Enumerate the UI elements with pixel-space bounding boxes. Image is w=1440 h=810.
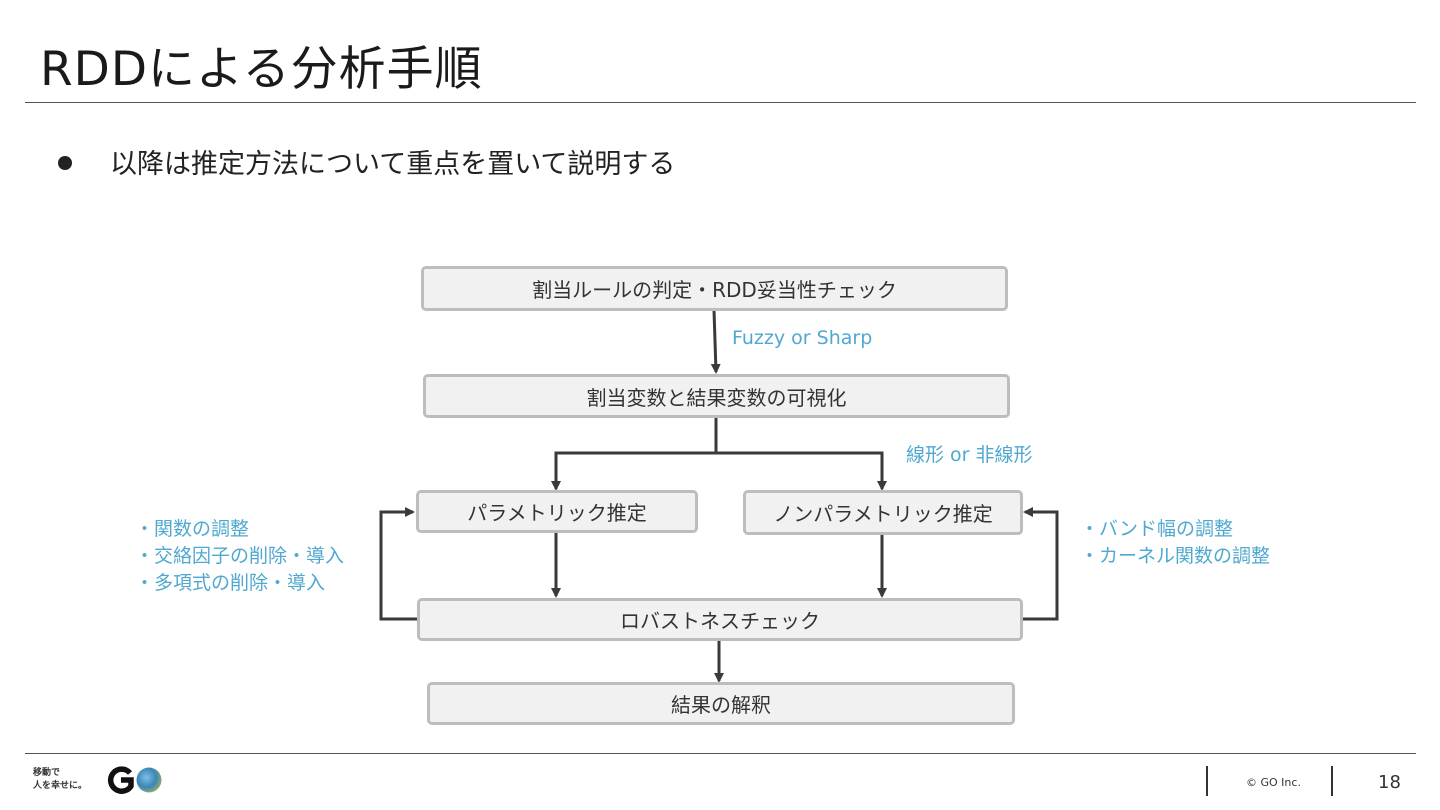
bullet-text: 以降は推定方法について重点を置いて説明する <box>110 149 676 180</box>
go-logo-icon <box>107 766 162 794</box>
flow-step-interpretation: 結果の解釈 <box>427 682 1015 725</box>
bullet-dot-icon <box>58 155 72 170</box>
footer-tagline: 移動で 人を幸せに。 <box>33 767 87 793</box>
footer-divider <box>25 753 1416 754</box>
arrow-step1-to-step2 <box>710 309 721 374</box>
left-adjustment-notes: ・関数の調整 ・交絡因子の削除・導入 ・多項式の削除・導入 <box>135 516 344 597</box>
copyright: © GO Inc. <box>1246 776 1301 789</box>
right-note: ・カーネル関数の調整 <box>1080 545 1271 567</box>
connector-step2-split <box>551 418 718 491</box>
flow-step-nonparametric: ノンパラメトリック推定 <box>743 490 1023 535</box>
page-number: 18 <box>1378 772 1401 793</box>
flow-step-assignment-check: 割当ルールの判定・RDD妥当性チェック <box>421 266 1008 311</box>
label-fuzzy-sharp: Fuzzy or Sharp <box>732 327 873 349</box>
left-note: ・関数の調整 <box>135 518 250 540</box>
title-divider <box>25 102 1416 103</box>
slide-title: RDDによる分析手順 <box>40 42 483 97</box>
right-adjustment-notes: ・バンド幅の調整 ・カーネル関数の調整 <box>1080 516 1270 570</box>
flow-step-robustness: ロバストネスチェック <box>417 598 1023 641</box>
bullet-item: 以降は推定方法について重点を置いて説明する <box>58 142 675 181</box>
right-note: ・バンド幅の調整 <box>1080 518 1233 540</box>
left-note: ・交絡因子の削除・導入 <box>135 545 345 567</box>
connector-step2-split-right <box>716 451 887 491</box>
label-linear-nonlinear: 線形 or 非線形 <box>906 444 1033 466</box>
footer-separator <box>1206 766 1208 796</box>
tagline-line2: 人を幸せに。 <box>33 781 88 791</box>
footer-separator <box>1331 766 1333 796</box>
tagline-line1: 移動で <box>33 768 61 778</box>
left-note: ・多項式の削除・導入 <box>135 572 326 594</box>
feedback-loop-left <box>379 507 418 621</box>
feedback-loop-right <box>1022 507 1059 621</box>
flow-step-visualization: 割当変数と結果変数の可視化 <box>423 374 1010 418</box>
flow-step-parametric: パラメトリック推定 <box>416 490 698 533</box>
